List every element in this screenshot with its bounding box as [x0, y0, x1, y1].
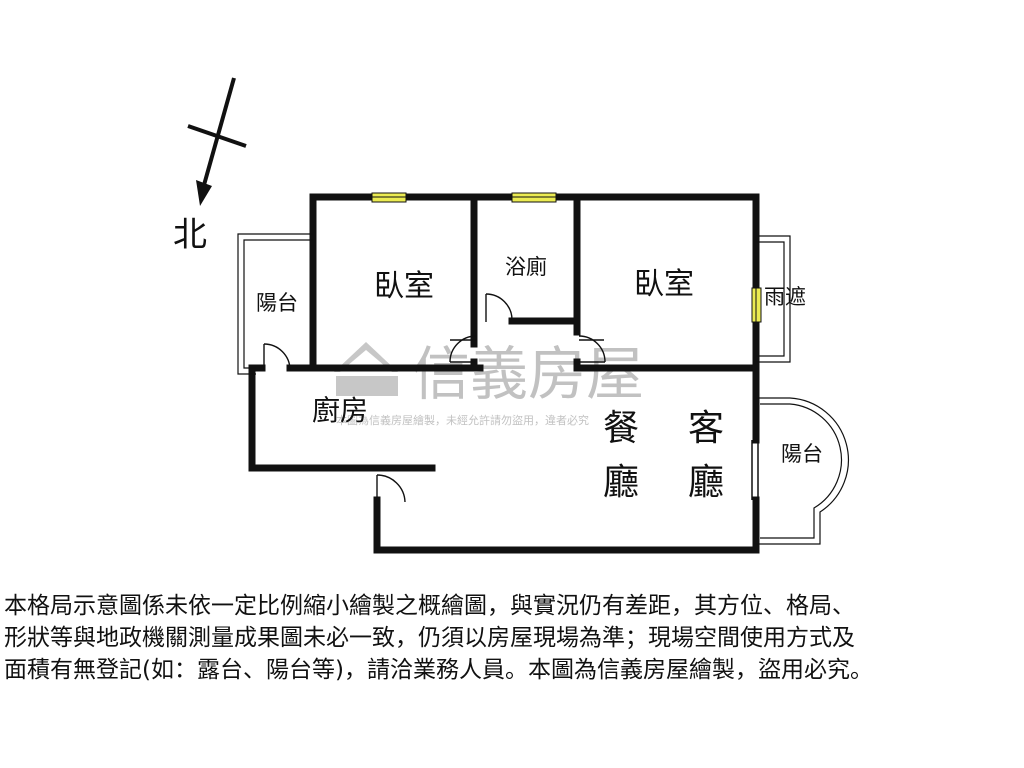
watermark-logo-base — [336, 376, 398, 396]
compass-needle — [202, 77, 236, 186]
balcony-west-outline — [237, 233, 313, 375]
label-canopy: 雨遮 — [764, 285, 806, 309]
label-bedroom-2: 臥室 — [634, 267, 694, 302]
watermark-brand: 信義房屋 — [412, 340, 644, 408]
canopy-outline — [756, 235, 791, 363]
label-living-1: 客 — [688, 408, 724, 449]
disclaimer-line-3: 面積有無登記(如：露台、陽台等)，請洽業務人員。本圖為信義房屋繪製，盜用必究。 — [4, 657, 873, 683]
label-kitchen: 廚房 — [312, 394, 368, 427]
label-balcony-west: 陽台 — [256, 291, 298, 315]
doors — [263, 293, 606, 503]
disclaimer-line-2: 形狀等與地政機關測量成果圖未必一致，仍須以房屋現場為準；現場空間使用方式及 — [4, 625, 855, 651]
disclaimer-text: 本格局示意圖係未依一定比例縮小繪製之概繪圖，與實況仍有差距，其方位、格局、 形狀… — [4, 590, 1020, 686]
label-balcony-east: 陽台 — [781, 442, 823, 466]
balcony-east-outline — [756, 397, 849, 545]
label-living-2: 廳 — [688, 462, 724, 503]
room-labels: 陽台 臥室 浴廁 臥室 雨遮 廚房 餐 廳 客 廳 陽台 — [256, 255, 823, 503]
watermark: 信義房屋 本圖為信義房屋繪製，未經允許請勿盜用，違者必究 — [334, 340, 644, 427]
compass: 北 — [173, 77, 247, 255]
compass-crossbar — [187, 124, 247, 148]
disclaimer-line-1: 本格局示意圖係未依一定比例縮小繪製之概繪圖，與實況仍有差距，其方位、格局、 — [4, 593, 855, 619]
label-dining-1: 餐 — [603, 408, 639, 449]
label-dining-2: 廳 — [603, 462, 639, 503]
label-bathroom: 浴廁 — [505, 255, 547, 279]
balcony-outlines — [237, 233, 849, 545]
north-arrow-icon — [196, 180, 212, 206]
north-label: 北 — [173, 215, 207, 255]
floor-plan: 北 信義房屋 本圖為信義房屋繪製，未經允許請勿盜用，違者必究 — [173, 77, 849, 554]
windows — [371, 192, 762, 323]
label-bedroom-1: 臥室 — [374, 269, 434, 304]
walls — [248, 193, 760, 554]
watermark-notice: 本圖為信義房屋繪製，未經允許請勿盜用，違者必究 — [336, 413, 589, 427]
